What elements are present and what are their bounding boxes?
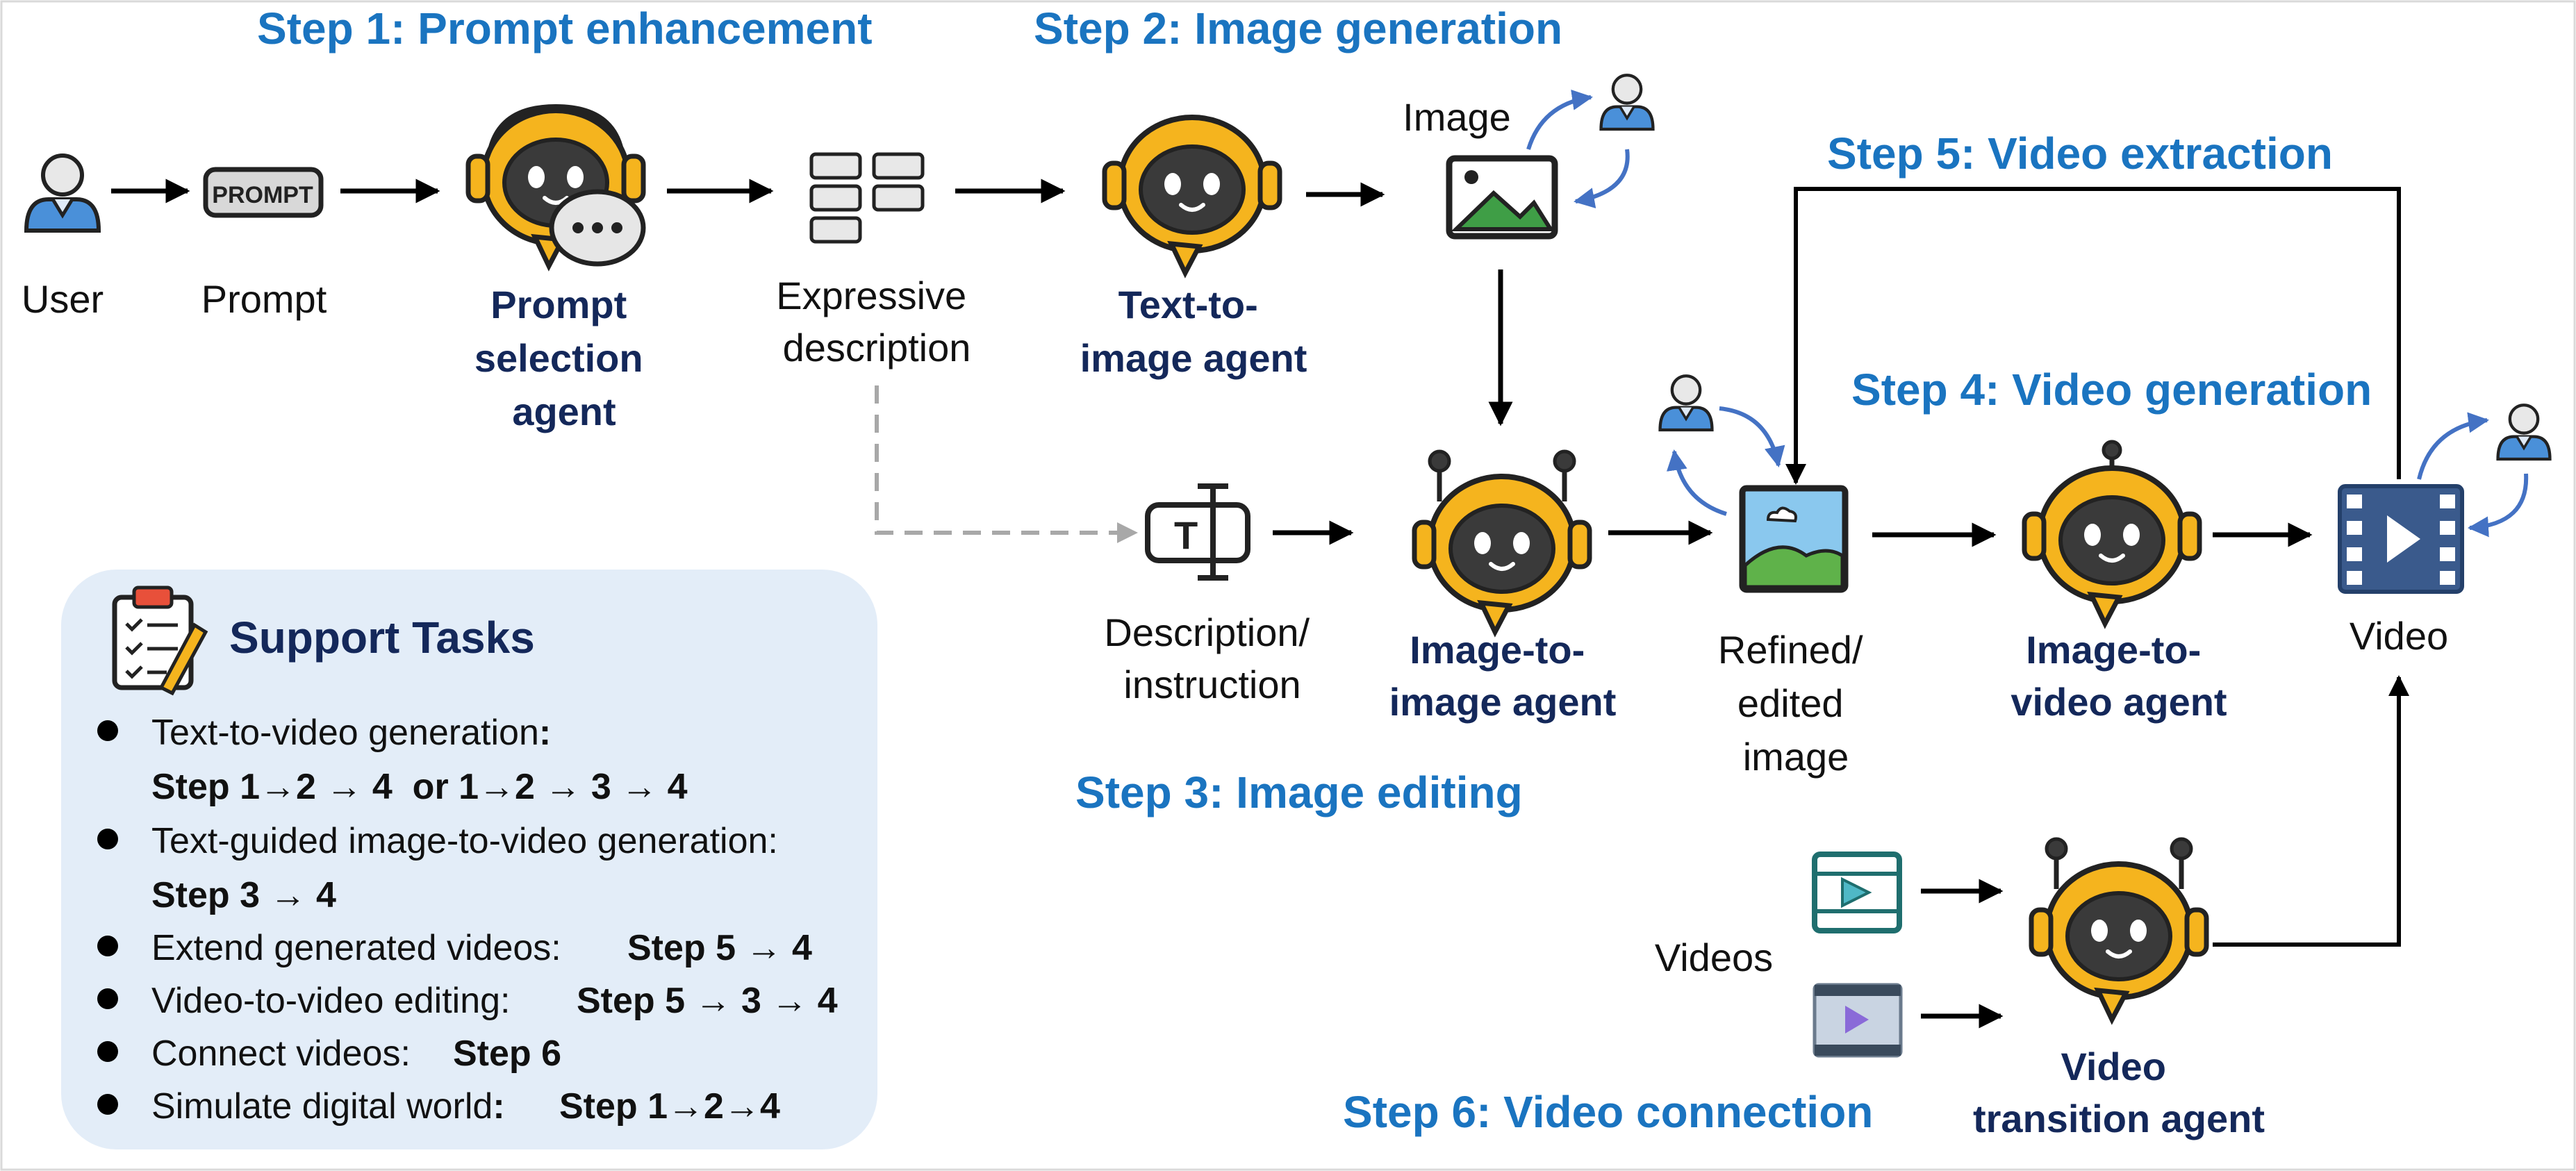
- bullet: [97, 1094, 118, 1115]
- step-3-title: Step 3: Image editing: [1075, 767, 1523, 817]
- prompt-icon: PROMPT: [203, 167, 324, 218]
- user-icon: [1601, 75, 1653, 129]
- bullet: [97, 1041, 118, 1062]
- arrow-user-video: [2468, 473, 2529, 538]
- robot-icon: [468, 103, 643, 266]
- robot-icon: [1105, 117, 1280, 273]
- step-4-title: Step 4: Video generation: [1851, 365, 2372, 415]
- arrow-transition-video: [2213, 675, 2409, 947]
- transition-agent-label: Video transition agent: [1973, 1045, 2265, 1140]
- t2i-agent-label: Text-to- image agent: [1080, 283, 1307, 380]
- description-instruction-label: Description/ instruction: [1104, 611, 1320, 706]
- bullet: [97, 829, 118, 849]
- task-3-sequence: Step 5 → 4: [627, 928, 812, 968]
- step-5-title: Step 5: Video extraction: [1827, 128, 2333, 178]
- prompt-label: Prompt: [201, 277, 327, 321]
- svg-text:PROMPT: PROMPT: [212, 182, 313, 208]
- user-icon: [2498, 405, 2550, 459]
- user-icon: [1660, 376, 1712, 430]
- bullet: [97, 988, 118, 1009]
- image-label: Image: [1403, 95, 1511, 139]
- task-4-label: Video-to-video editing:: [151, 981, 511, 1021]
- bullet: [97, 936, 118, 956]
- step-2-title: Step 2: Image generation: [1034, 3, 1562, 53]
- task-2-label: Text-guided image-to-video generation:: [151, 821, 778, 861]
- arrow-image-user: [1526, 89, 1593, 150]
- arrow-user-refined: [1719, 406, 1785, 467]
- refined-image-label: Refined/ edited image: [1718, 628, 1874, 779]
- expressive-description-label: Expressive description: [776, 274, 977, 369]
- chat-bubble-icon: [549, 189, 646, 267]
- task-3-label: Extend generated videos:: [151, 928, 561, 968]
- video-icon: [2338, 484, 2464, 594]
- i2i-agent-label: Image-to- image agent: [1389, 628, 1617, 724]
- arrow-refined-user: [1666, 449, 1727, 516]
- task-1-label: Text-to-video generation:: [151, 713, 551, 753]
- svg-text:T: T: [1174, 513, 1198, 557]
- videos-label: Videos: [1655, 936, 1773, 979]
- arrow-video-user: [2417, 412, 2489, 480]
- clipboard-icon: [112, 586, 208, 696]
- user-icon: [26, 156, 99, 231]
- step-6-title: Step 6: Video connection: [1343, 1087, 1873, 1137]
- image-icon: [1739, 485, 1849, 593]
- user-label: User: [22, 277, 104, 321]
- step-1-title: Step 1: Prompt enhancement: [257, 3, 873, 53]
- text-list-icon: [809, 152, 925, 244]
- task-5-sequence: Step 6: [453, 1033, 561, 1074]
- robot-icon: [2031, 839, 2206, 1020]
- arrow-video-extraction-loop: [1785, 187, 2401, 485]
- video-label: Video: [2350, 614, 2448, 658]
- task-5-label: Connect videos:: [151, 1033, 411, 1074]
- task-4-sequence: Step 5 → 3 → 4: [577, 981, 838, 1021]
- i2v-agent-label: Image-to- video agent: [2011, 628, 2227, 724]
- robot-icon: [2024, 440, 2199, 624]
- text-tool-icon: T: [1145, 483, 1250, 581]
- support-tasks-panel: [61, 570, 877, 1149]
- film-icon: [1813, 983, 1903, 1058]
- dashed-arrow-description-instruction: [875, 385, 1138, 543]
- task-6-label: Simulate digital world:: [151, 1086, 505, 1127]
- film-icon: [1812, 852, 1902, 933]
- arrow-user-image: [1574, 149, 1630, 208]
- task-1-sequence: Step 1→2 → 4 or 1→2 → 3 → 4: [151, 767, 688, 807]
- robot-icon: [1414, 451, 1590, 632]
- prompt-agent-label: Prompt selection agent: [474, 283, 654, 433]
- bullet: [97, 720, 118, 741]
- image-icon: [1446, 155, 1558, 240]
- task-6-sequence: Step 1→2→4: [559, 1086, 780, 1127]
- task-2-sequence: Step 3 → 4: [151, 875, 336, 915]
- support-tasks-title: Support Tasks: [229, 613, 535, 663]
